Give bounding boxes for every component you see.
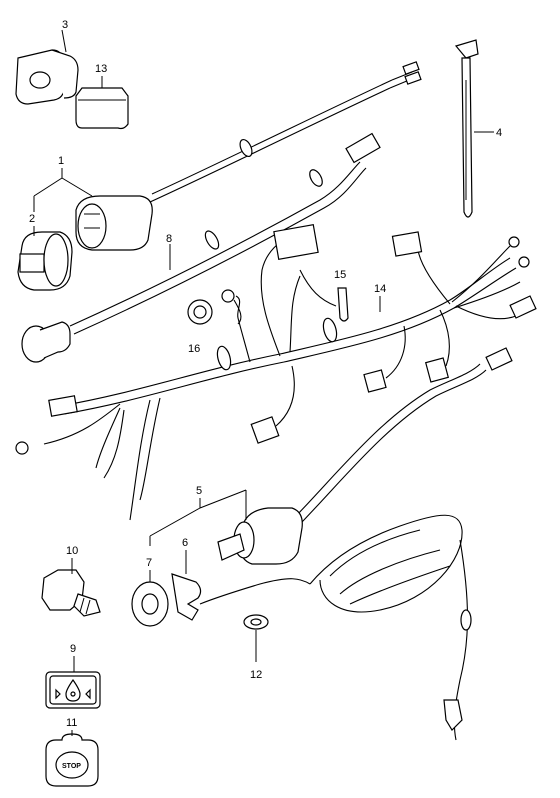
part-11-stop-cover: STOP (45, 733, 99, 787)
label-11: 11 (66, 717, 77, 736)
label-8-text: 8 (166, 233, 172, 245)
part-13-cap (75, 87, 129, 130)
harness-8-switch (21, 321, 71, 363)
part-9-oil-label (45, 671, 101, 709)
label-1-text: 1 (58, 155, 64, 167)
part-3-grommet (15, 49, 79, 105)
label-12: 12 (250, 630, 262, 681)
label-8: 8 (166, 233, 172, 270)
label-2-text: 2 (29, 213, 35, 225)
label-5-6-7: 5 7 6 (146, 485, 247, 582)
label-14-text: 14 (374, 283, 386, 295)
harness-8 (69, 61, 422, 335)
part-10-sensor (41, 569, 101, 617)
label-13: 13 (95, 63, 107, 88)
label-3: 3 (61, 19, 68, 53)
label-7-text: 7 (146, 557, 152, 569)
part-16-clip (187, 289, 242, 325)
label-13-text: 13 (95, 63, 107, 75)
label-16: 16 (188, 343, 200, 355)
label-9-text: 9 (70, 643, 76, 655)
label-10: 10 (66, 545, 78, 574)
part-15-tube (337, 287, 349, 322)
stop-switch-assembly (131, 347, 513, 741)
harness-14 (15, 224, 537, 521)
label-4: 4 (474, 127, 502, 139)
label-1-2: 1 2 (29, 155, 93, 236)
label-5-text: 5 (196, 485, 202, 497)
label-10-text: 10 (66, 545, 78, 557)
part-1-switch (75, 195, 153, 251)
label-14: 14 (374, 283, 386, 312)
part-4-cable-tie (454, 39, 479, 218)
stop-text: STOP (62, 763, 81, 770)
label-11-text: 11 (66, 717, 77, 729)
label-3-text: 3 (62, 19, 68, 31)
label-9: 9 (70, 643, 76, 672)
label-4-text: 4 (496, 127, 502, 139)
label-15-text: 15 (334, 269, 346, 281)
label-6-text: 6 (182, 537, 188, 549)
label-12-text: 12 (250, 669, 262, 681)
label-15: 15 (334, 269, 346, 281)
part-2-knob (17, 231, 73, 291)
label-16-text: 16 (188, 343, 200, 355)
